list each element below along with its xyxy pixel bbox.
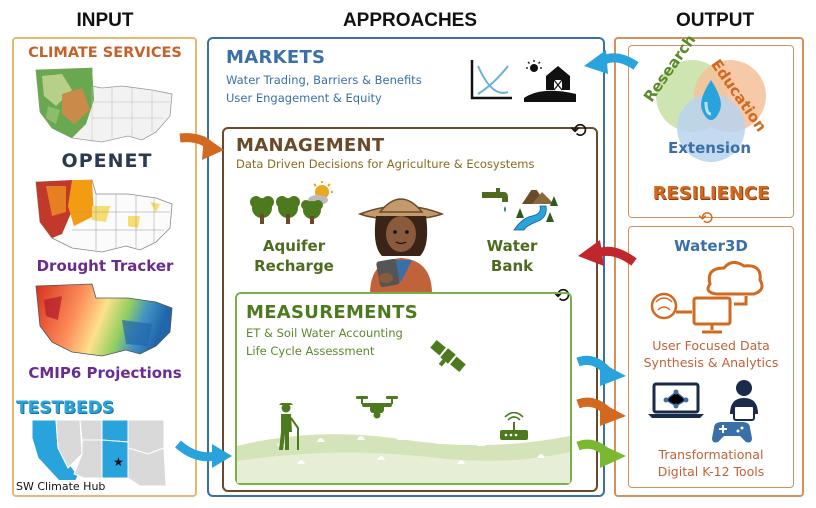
k12-tools-icons [648, 380, 758, 443]
synth-line1: User Focused Data [652, 338, 770, 353]
k12-line1: Transformational [658, 447, 764, 462]
synth-line2: Synthesis & Analytics [643, 355, 779, 370]
svg-text:★: ★ [113, 455, 124, 469]
input-panel [12, 37, 197, 497]
markets-line2: User Engagement & Equity [226, 91, 382, 105]
supply-demand-chart-icon [470, 60, 512, 100]
research-education-extension-venn [656, 60, 766, 162]
resilience-label: RESILIENCE [652, 183, 770, 204]
cycle-icon: ⟲ [698, 208, 714, 229]
output-panel [614, 37, 804, 497]
management-panel [222, 127, 598, 492]
k12-line2: Digital K-12 Tools [657, 464, 765, 479]
farmer-walking-icon [279, 403, 299, 450]
drought-map [35, 179, 173, 253]
trees-icon [250, 181, 333, 224]
testbeds-title: TESTBEDS [16, 398, 114, 418]
climate-services-title: CLIMATE SERVICES [28, 45, 182, 61]
management-title: MANAGEMENT [236, 135, 385, 156]
satellite-icon [430, 339, 466, 373]
aquifer-line1: Aquifer [262, 237, 326, 255]
data-synthesis-icon [650, 261, 764, 334]
output-top-box [628, 45, 794, 218]
k12-label: Transformational Digital K-12 Tools [628, 446, 794, 480]
farmer-illustration [357, 198, 445, 294]
measurements-title: MEASUREMENTS [246, 302, 418, 323]
drone-icon [356, 396, 398, 419]
approaches-panel [207, 37, 605, 497]
barn-icon [524, 60, 576, 102]
output-bottom-box [628, 226, 794, 488]
drought-tracker-label: Drought Tracker [36, 257, 174, 275]
management-subtitle: Data Driven Decisions for Agriculture & … [236, 157, 535, 171]
measurements-line2: Life Cycle Assessment [246, 344, 375, 358]
header-input: INPUT [76, 10, 134, 31]
cycle-icon: ⟲ [553, 283, 570, 307]
cycle-icon: ⟲ [570, 118, 587, 142]
terrain-map [35, 67, 173, 143]
header-approaches: APPROACHES [342, 10, 478, 31]
extension-label: Extension [668, 139, 751, 157]
cmip6-label: CMIP6 Projections [28, 364, 182, 382]
markets-line1: Water Trading, Barriers & Benefits [226, 73, 422, 87]
sensor-icon [500, 412, 528, 440]
water3d-label: Water3D [674, 237, 748, 255]
markets-title: MARKETS [226, 47, 326, 68]
cmip6-map [35, 283, 173, 357]
measurements-panel [235, 292, 572, 485]
openet-logo: OPENET [61, 150, 153, 172]
header-output: OUTPUT [675, 10, 755, 31]
synthesis-label: User Focused Data Synthesis & Analytics [628, 337, 794, 371]
measurements-line1: ET & Soil Water Accounting [246, 326, 403, 340]
water-line1: Water [486, 237, 538, 255]
sw-climate-hub-label: SW Climate Hub [16, 480, 126, 493]
aquifer-line2: Recharge [254, 257, 334, 275]
faucet-river-icon [482, 186, 558, 231]
testbeds-map: ★ [31, 419, 167, 487]
water-line2: Bank [490, 257, 534, 275]
water-bank-label: Water Bank [472, 236, 552, 276]
aquifer-recharge-label: Aquifer Recharge [246, 236, 342, 276]
